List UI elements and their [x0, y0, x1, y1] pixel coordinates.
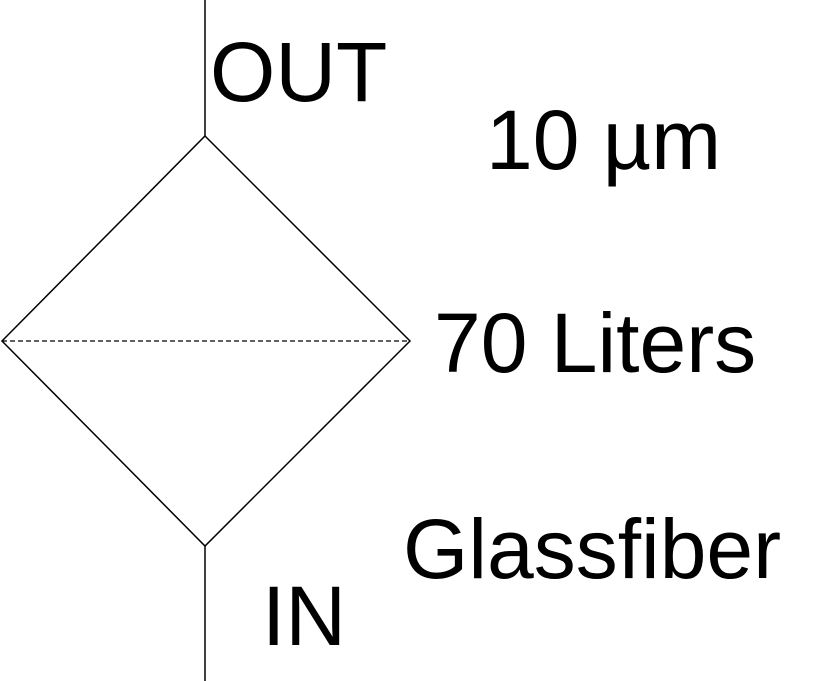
material-label: Glassfiber: [403, 502, 781, 596]
volume-label: 70 Liters: [434, 296, 756, 390]
outlet-label: OUT: [210, 25, 387, 119]
pore-size-label: 10 µm: [486, 93, 721, 187]
inlet-label: IN: [262, 569, 346, 663]
